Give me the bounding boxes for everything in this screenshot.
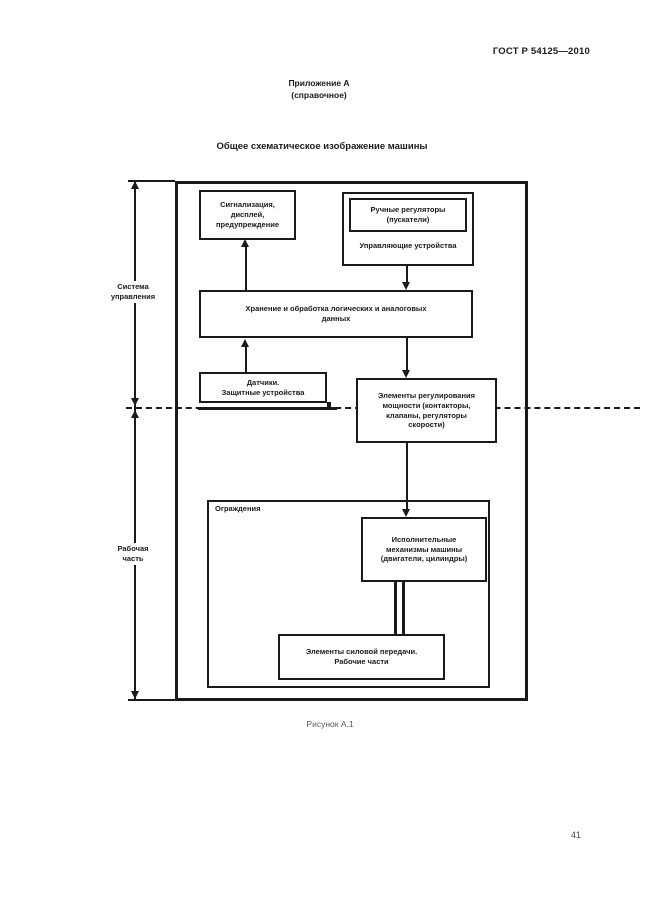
page-number: 41: [571, 830, 582, 840]
arrowhead-up-icon: [241, 339, 249, 347]
box-manual-regulators: Ручные регуляторы (пускатели): [349, 198, 467, 232]
appendix-title: Приложение А: [288, 78, 350, 88]
box-power-regulation: Элементы регулирования мощности (контакт…: [356, 378, 497, 443]
dimension-arrow-top-icon: [131, 181, 139, 189]
dimension-arrow-mid-up-icon: [131, 410, 139, 418]
control-devices-label: Управляющие устройства: [359, 241, 457, 250]
guards-label: Ограждения: [215, 504, 261, 513]
appendix-subtitle: (справочное): [291, 90, 347, 100]
box-data-processing: Хранение и обработка логических и аналог…: [199, 290, 473, 338]
appendix-heading: Приложение А (справочное): [0, 77, 638, 101]
arrowhead-up-icon: [241, 239, 249, 247]
doc-header: ГОСТ Р 54125—2010: [492, 46, 590, 57]
connector-power-to-actuators: [406, 443, 408, 510]
sensors-boundary-connector: [198, 407, 337, 410]
connector-storage-to-power: [406, 338, 408, 371]
box-signaling: Сигнализация, дисплей, предупреждение: [199, 190, 296, 240]
arrowhead-down-icon: [402, 282, 410, 290]
sensors-boundary-stub: [327, 402, 331, 408]
arrowhead-down-icon: [402, 509, 410, 517]
dimension-arrow-bottom-icon: [131, 691, 139, 699]
mechanical-link-line-right: [402, 582, 405, 634]
arrowhead-down-icon: [402, 370, 410, 378]
figure-caption: Рисунок А.1: [306, 719, 354, 729]
dimension-arrow-mid-down-icon: [131, 398, 139, 406]
dimension-tick-top: [128, 180, 175, 182]
connector-storage-to-signaling: [245, 246, 247, 290]
box-sensors: Датчики. Защитные устройства: [199, 372, 327, 403]
figure-title: Общее схематическое изображение машины: [216, 141, 428, 152]
dimension-line: [134, 181, 136, 701]
control-system-label: Система управления: [98, 281, 168, 304]
connector-control-to-storage: [406, 266, 408, 283]
mechanical-link-line-left: [394, 582, 397, 634]
machine-outline-frame: [175, 181, 528, 701]
connector-sensors-to-storage: [245, 347, 247, 372]
box-actuators: Исполнительные механизмы машины (двигате…: [361, 517, 487, 582]
working-part-label: Рабочая часть: [98, 543, 168, 566]
box-power-transmission: Элементы силовой передачи. Рабочие части: [278, 634, 445, 680]
dimension-tick-bottom: [128, 699, 175, 701]
